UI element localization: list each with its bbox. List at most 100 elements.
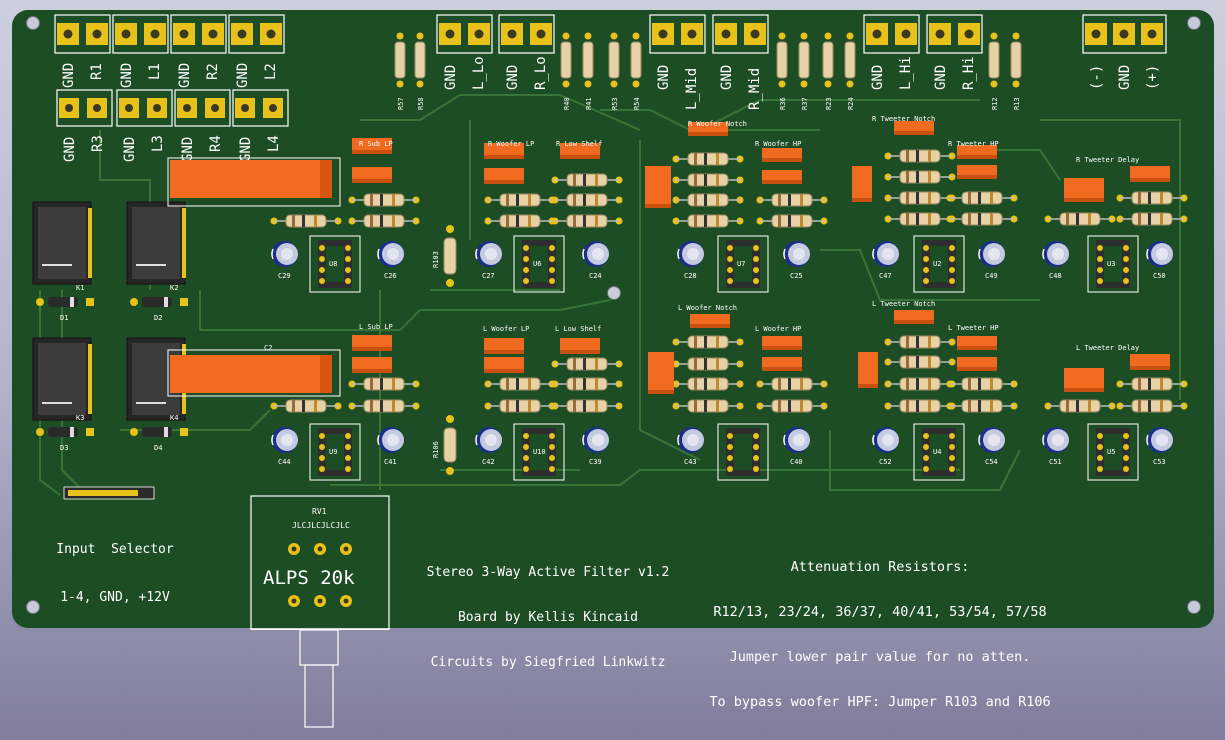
resistor: R54 <box>630 32 642 110</box>
terminal-label: GND <box>443 65 459 90</box>
resistor <box>884 170 956 184</box>
electrolytic-capacitor: C54 <box>978 427 1005 466</box>
terminal-block <box>712 14 769 54</box>
resistor <box>672 335 744 349</box>
film-capacitor <box>352 335 392 351</box>
terminal-block <box>232 89 289 127</box>
resistor: R12 <box>988 32 1000 110</box>
electrolytic-capacitor: C24 <box>582 241 609 280</box>
resistor-label: R23 <box>825 97 833 110</box>
capacitor-label: C47 <box>879 272 892 280</box>
section-label: R Tweeter Delay <box>1076 156 1139 164</box>
resistor <box>884 377 956 391</box>
resistor <box>946 399 1018 413</box>
section-label: R Tweeter HP <box>948 140 999 148</box>
section-label: L Woofer Notch <box>678 304 737 312</box>
resistor <box>756 399 828 413</box>
notes-line: R12/13, 23/24, 36/37, 40/41, 53/54, 57/5… <box>713 604 1047 620</box>
relay-label: K2 <box>170 284 178 292</box>
ic-socket: U2 <box>913 235 965 293</box>
section-label: L Woofer LP <box>483 325 529 333</box>
film-capacitor <box>957 357 997 371</box>
diode-label: D2 <box>154 314 162 322</box>
film-capacitor <box>858 352 878 388</box>
mounting-hole <box>1187 600 1201 614</box>
diode-label: D1 <box>60 314 68 322</box>
resistor-label: R37 <box>801 97 809 110</box>
terminal-block <box>863 14 920 54</box>
terminal-label: GND <box>177 63 193 88</box>
resistor: R37 <box>798 32 810 110</box>
resistor <box>756 193 828 207</box>
resistor <box>946 191 1018 205</box>
electrolytic-capacitor: C43 <box>677 427 704 466</box>
film-capacitor <box>352 138 392 154</box>
resistor <box>348 399 420 413</box>
terminal-block <box>56 89 113 127</box>
terminal-label: GND <box>122 137 138 162</box>
capacitor-label: C25 <box>790 272 803 280</box>
terminal-label: R_Hi <box>961 56 977 90</box>
relay-label: K3 <box>76 414 84 422</box>
resistor <box>756 377 828 391</box>
film-capacitor <box>352 357 392 373</box>
electrolytic-capacitor: C53 <box>1146 427 1173 466</box>
resistor <box>551 377 623 391</box>
terminal-block <box>116 89 173 127</box>
relay-k1: K1 <box>32 201 92 292</box>
electrolytic-capacitor: C50 <box>1146 241 1173 280</box>
electrolytic-capacitor: C41 <box>377 427 404 466</box>
relay-label: K4 <box>170 414 178 422</box>
resistor <box>348 377 420 391</box>
capacitor-label: C27 <box>482 272 495 280</box>
mounting-hole <box>607 286 621 300</box>
terminal-label: GND <box>235 63 251 88</box>
resistor <box>484 399 556 413</box>
resistor <box>884 212 956 226</box>
resistor-label: R58 <box>417 97 425 110</box>
mounting-hole <box>26 600 40 614</box>
resistor-label: R57 <box>397 97 405 110</box>
capacitor-label: C48 <box>1049 272 1062 280</box>
terminal-label: L4 <box>266 135 282 152</box>
resistor-label: R103 <box>432 251 440 268</box>
diode-label: D3 <box>60 444 68 452</box>
ic-label: U2 <box>933 260 941 268</box>
resistor <box>672 357 744 371</box>
terminal-label: GND <box>61 63 77 88</box>
terminal-block <box>926 14 983 54</box>
terminal-block <box>174 89 231 127</box>
section-label: L Woofer HP <box>755 325 801 333</box>
diode-d4: D4 <box>130 427 188 452</box>
resistor <box>484 193 556 207</box>
resistor <box>1116 399 1188 413</box>
resistor <box>348 214 420 228</box>
resistor-label: R40 <box>563 97 571 110</box>
diode-label: D4 <box>154 444 162 452</box>
capacitor-label: C24 <box>589 272 602 280</box>
terminal-label: L_Hi <box>898 56 914 90</box>
terminal-label: GND <box>719 65 735 90</box>
resistor-r103: R103 <box>432 225 457 287</box>
film-capacitor <box>1130 354 1170 370</box>
terminal-label: GND <box>238 137 254 162</box>
terminal-label: GND <box>870 65 886 90</box>
film-capacitor <box>1064 178 1104 202</box>
title-line: Stereo 3-Way Active Filter v1.2 <box>426 565 670 580</box>
resistor <box>672 399 744 413</box>
ic-socket: U8 <box>309 235 361 293</box>
capacitor-label: C39 <box>589 458 602 466</box>
terminal-block <box>649 14 706 54</box>
terminal-label: L1 <box>147 63 163 80</box>
electrolytic-capacitor: C40 <box>783 427 810 466</box>
section-label: R Low Shelf <box>556 140 602 148</box>
capacitor-label: C29 <box>278 272 291 280</box>
electrolytic-capacitor: C42 <box>475 427 502 466</box>
resistor: R23 <box>822 32 834 110</box>
film-capacitor <box>894 121 934 135</box>
electrolytic-capacitor: C44 <box>271 427 298 466</box>
terminal-block <box>54 14 111 54</box>
section-label: R Woofer HP <box>755 140 801 148</box>
mounting-hole <box>1187 16 1201 30</box>
relay-label: K1 <box>76 284 84 292</box>
